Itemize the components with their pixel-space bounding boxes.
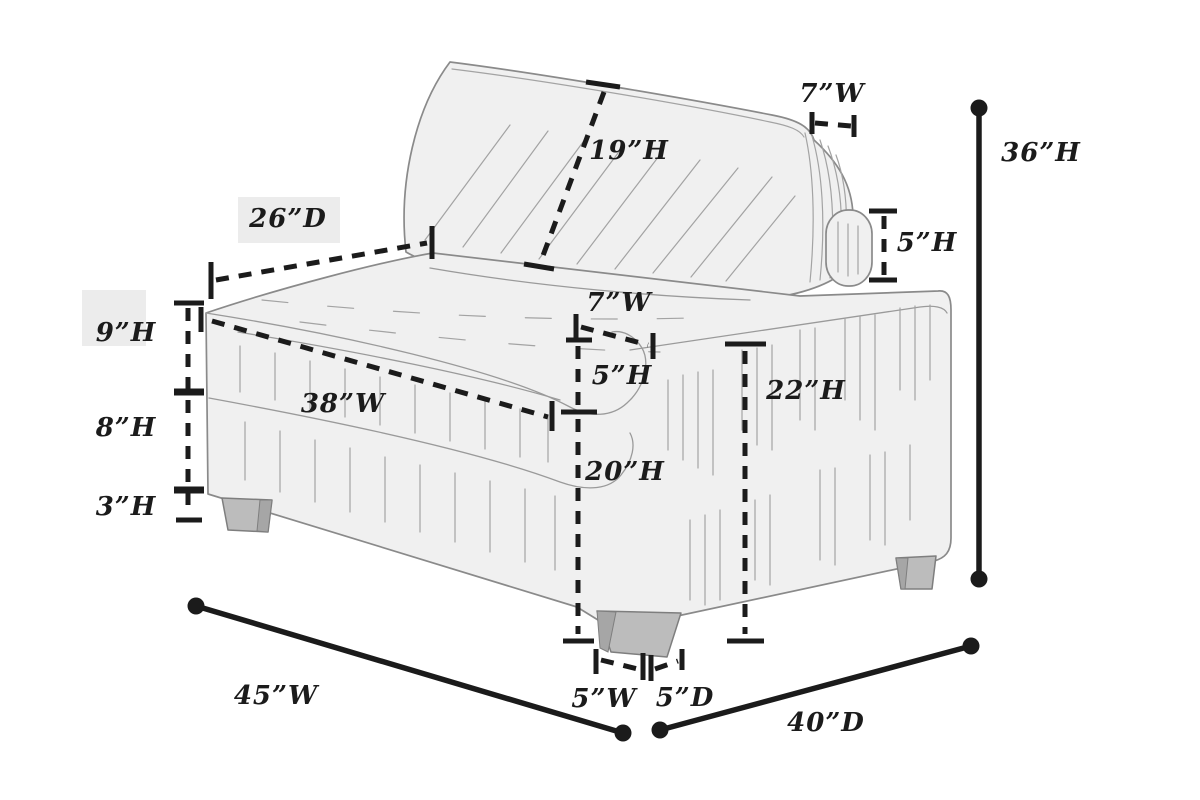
dimline-arm-pillow-height [869, 208, 897, 283]
dimline-front-corner-width [573, 314, 656, 359]
label-seat-front-height: 5”H [591, 361, 653, 391]
dimline-seat-depth [208, 226, 435, 299]
sofa-backrest [403, 61, 854, 301]
label-seat-cushion-height: 9”H [95, 318, 157, 348]
sofa-arm-pillow [825, 209, 873, 287]
dimline-overall-height [970, 99, 988, 588]
label-leg-depth: 5”D [655, 683, 715, 713]
dimline-arm-height [725, 341, 766, 644]
dimline-backrest-height [523, 79, 621, 272]
label-overall-depth: 40”D [787, 708, 865, 738]
sofa-body [205, 252, 952, 627]
label-leg-width: 5”W [571, 684, 637, 714]
dimline-front-height-column [561, 337, 597, 644]
dimline-headrest-width [809, 112, 857, 137]
side-panel-pleats [667, 304, 931, 606]
front-face-pleats [239, 345, 549, 463]
dimline-overall-depth [651, 637, 980, 739]
seat-depth-label-backing [238, 197, 340, 243]
label-headrest-width: 7”W [799, 79, 865, 109]
dimline-left-height-column [174, 300, 204, 523]
seat-cushion-height-label-backing [82, 290, 146, 346]
dimline-overall-width [187, 597, 632, 742]
label-arm-height: 22”H [766, 376, 846, 406]
dimline-leg-width-depth [593, 649, 685, 681]
label-overall-width: 45”W [233, 681, 319, 711]
label-leg-height: 3”H [95, 492, 157, 522]
label-backrest-height: 19”H [589, 136, 669, 166]
label-base-height: 8”H [95, 413, 157, 443]
label-front-corner-width: 7”W [586, 288, 652, 318]
label-front-height: 20”H [585, 457, 665, 487]
dimline-seat-width [198, 307, 555, 431]
label-seat-width: 38”W [300, 389, 386, 419]
sofa-legs [221, 497, 937, 658]
label-arm-pillow-height: 5”H [896, 228, 958, 258]
label-seat-depth: 26”D [249, 204, 327, 234]
label-overall-height: 36”H [1001, 138, 1081, 168]
base-face-pleats [244, 421, 556, 571]
